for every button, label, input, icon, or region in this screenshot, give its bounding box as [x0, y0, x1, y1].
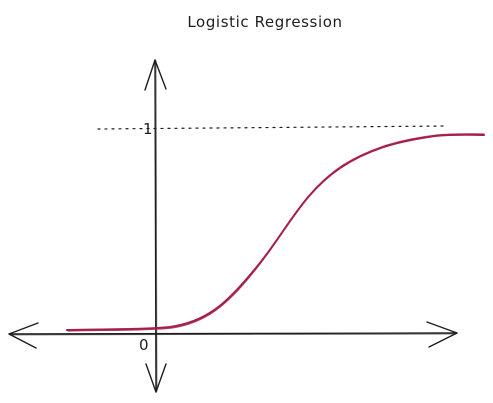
y-axis-bottom-arrowhead	[145, 363, 167, 393]
x-axis	[8, 321, 458, 349]
y-axis	[144, 59, 167, 393]
origin-label: 0	[139, 336, 149, 354]
y-axis-top-arrowhead	[144, 59, 167, 91]
x-axis-right-arrowhead	[426, 321, 458, 348]
x-axis-left-arrowhead	[8, 322, 39, 349]
diagram-title: Logistic Regression	[187, 13, 342, 31]
sigmoid-curve	[66, 133, 485, 332]
y-one-label: 1	[143, 120, 153, 138]
